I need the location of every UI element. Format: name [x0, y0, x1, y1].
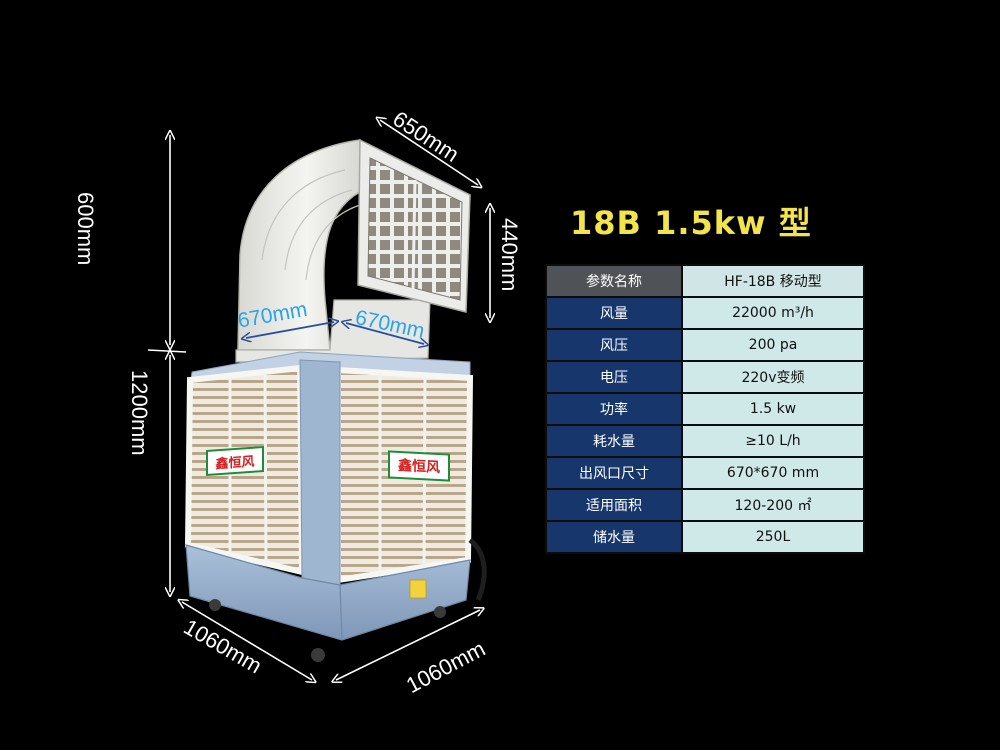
- spec-label: 功率: [545, 392, 683, 426]
- spec-header-row: 参数名称 HF-18B 移动型: [545, 264, 865, 298]
- dim-outlet-height: 440mm: [497, 218, 522, 292]
- brand-label-left-text: 鑫恒风: [215, 454, 255, 472]
- table-row: 风压 200 pa: [545, 328, 865, 362]
- spec-value: 200 pa: [681, 328, 865, 362]
- spec-value: 250L: [681, 520, 865, 554]
- cooler-body: [184, 351, 487, 662]
- table-row: 耗水量 ≥10 L/h: [545, 424, 865, 458]
- spec-value: 670*670 mm: [681, 456, 865, 490]
- spec-table: 参数名称 HF-18B 移动型 风量 22000 m³/h 风压 200 pa …: [545, 264, 865, 554]
- brand-label-right: 鑫恒风: [388, 450, 450, 482]
- table-row: 电压 220v变频: [545, 360, 865, 394]
- spec-label: 储水量: [545, 520, 683, 554]
- spec-label: 耗水量: [545, 424, 683, 458]
- spec-label: 出风口尺寸: [545, 456, 683, 490]
- dim-duct-height: 600mm: [73, 192, 98, 266]
- table-row: 出风口尺寸 670*670 mm: [545, 456, 865, 490]
- table-row: 适用面积 120-200 ㎡: [545, 488, 865, 522]
- brand-label-right-text: 鑫恒风: [398, 457, 440, 477]
- table-row: 储水量 250L: [545, 520, 865, 554]
- duct-width-lines: [246, 322, 424, 344]
- spec-label: 风量: [545, 296, 683, 330]
- spec-value: 120-200 ㎡: [681, 488, 865, 522]
- spec-value: ≥10 L/h: [681, 424, 865, 458]
- spec-label: 适用面积: [545, 488, 683, 522]
- spec-header-label: 参数名称: [545, 264, 683, 298]
- spec-label: 电压: [545, 360, 683, 394]
- model-title: 18B 1.5kw 型: [570, 204, 812, 242]
- spec-value: 1.5 kw: [681, 392, 865, 426]
- spec-header-value: HF-18B 移动型: [681, 264, 865, 298]
- table-row: 功率 1.5 kw: [545, 392, 865, 426]
- brand-label-left: 鑫恒风: [206, 445, 264, 477]
- dim-body-height: 1200mm: [127, 370, 152, 456]
- table-row: 风量 22000 m³/h: [545, 296, 865, 330]
- dimension-lines: [147, 120, 490, 680]
- spec-value: 22000 m³/h: [681, 296, 865, 330]
- spec-label: 风压: [545, 328, 683, 362]
- spec-value: 220v变频: [681, 360, 865, 394]
